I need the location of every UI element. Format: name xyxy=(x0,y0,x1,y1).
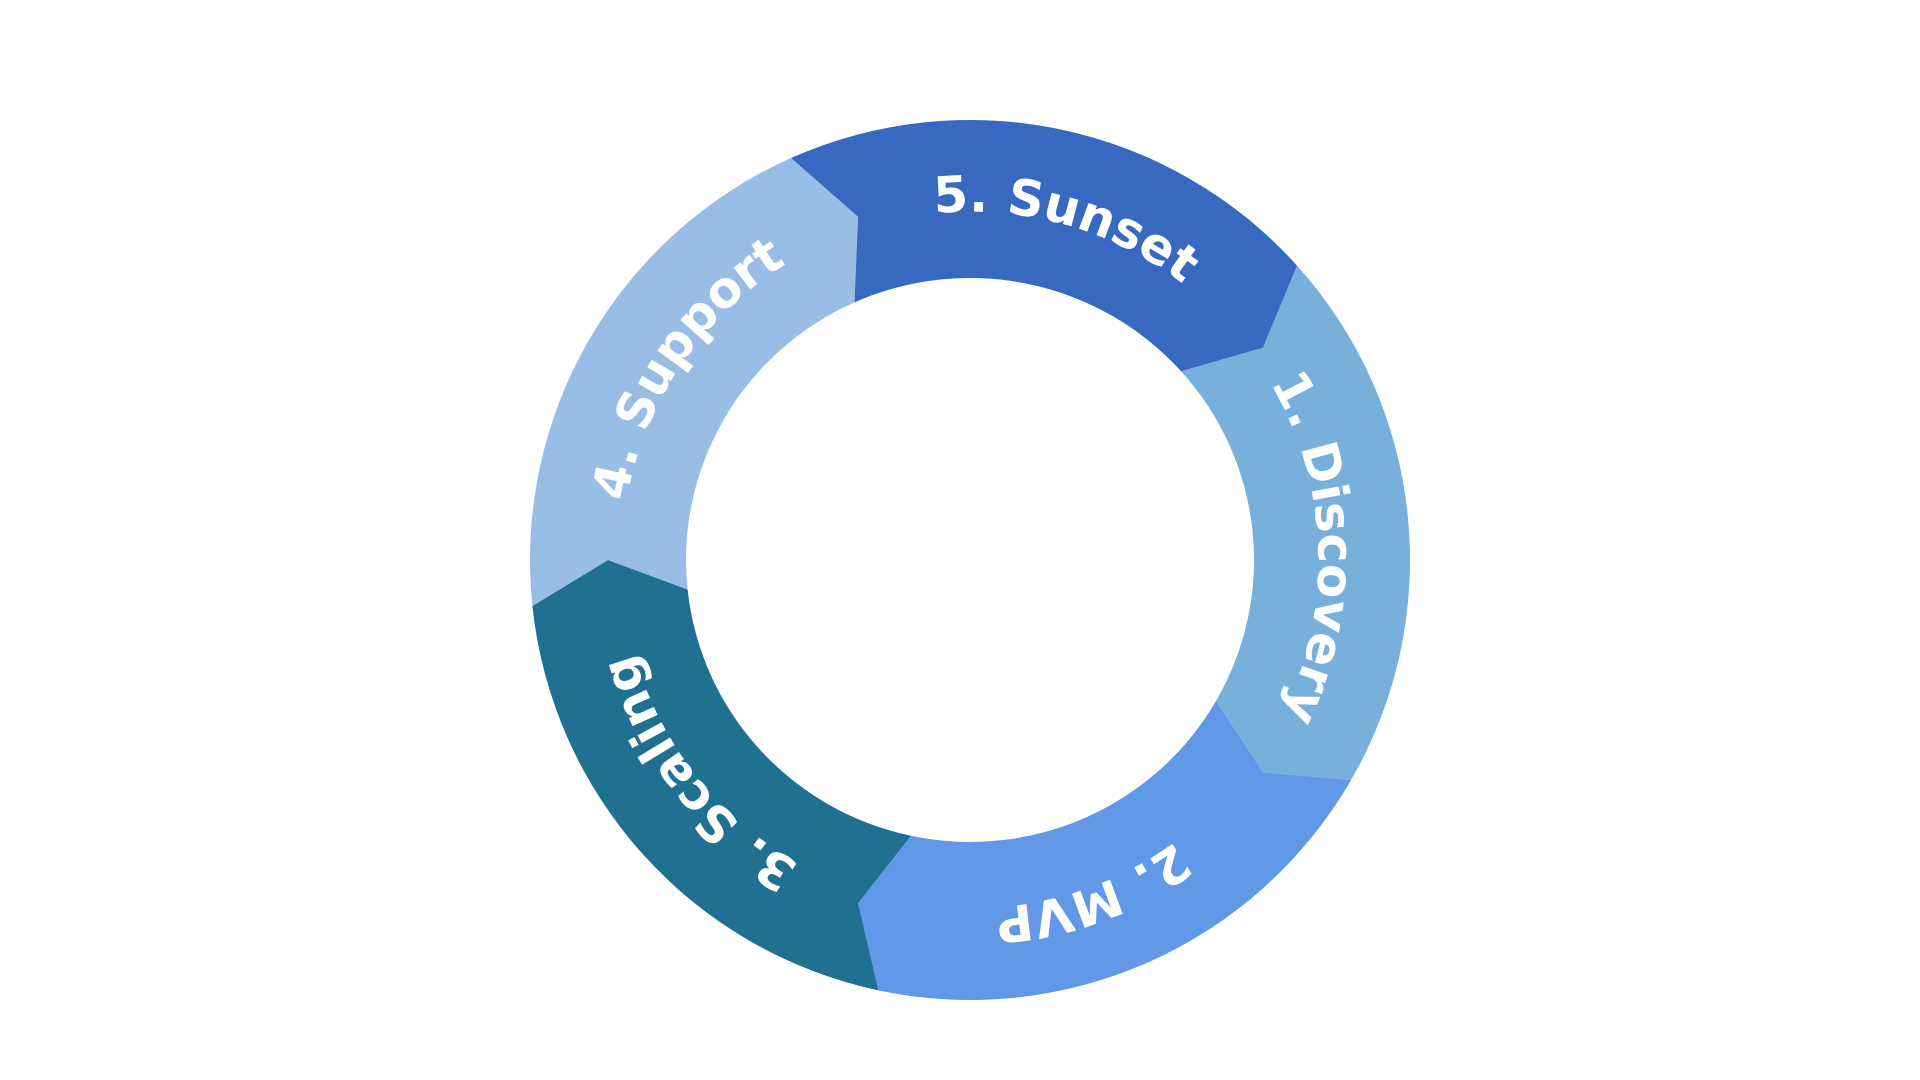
segment-mvp-shape xyxy=(858,701,1352,1001)
segment-sunset-shape xyxy=(791,119,1297,372)
segment-scaling-shape xyxy=(532,560,911,991)
segment-support-shape xyxy=(529,158,859,606)
segment-scaling: 3. Scaling xyxy=(532,560,911,991)
segment-discovery-shape xyxy=(1181,265,1411,781)
segment-support: 4. Support xyxy=(529,158,859,606)
segment-sunset: 5. Sunset xyxy=(791,119,1297,372)
segment-mvp: 2. MVP xyxy=(858,701,1352,1001)
segment-discovery: 1. Discovery xyxy=(1181,265,1411,781)
